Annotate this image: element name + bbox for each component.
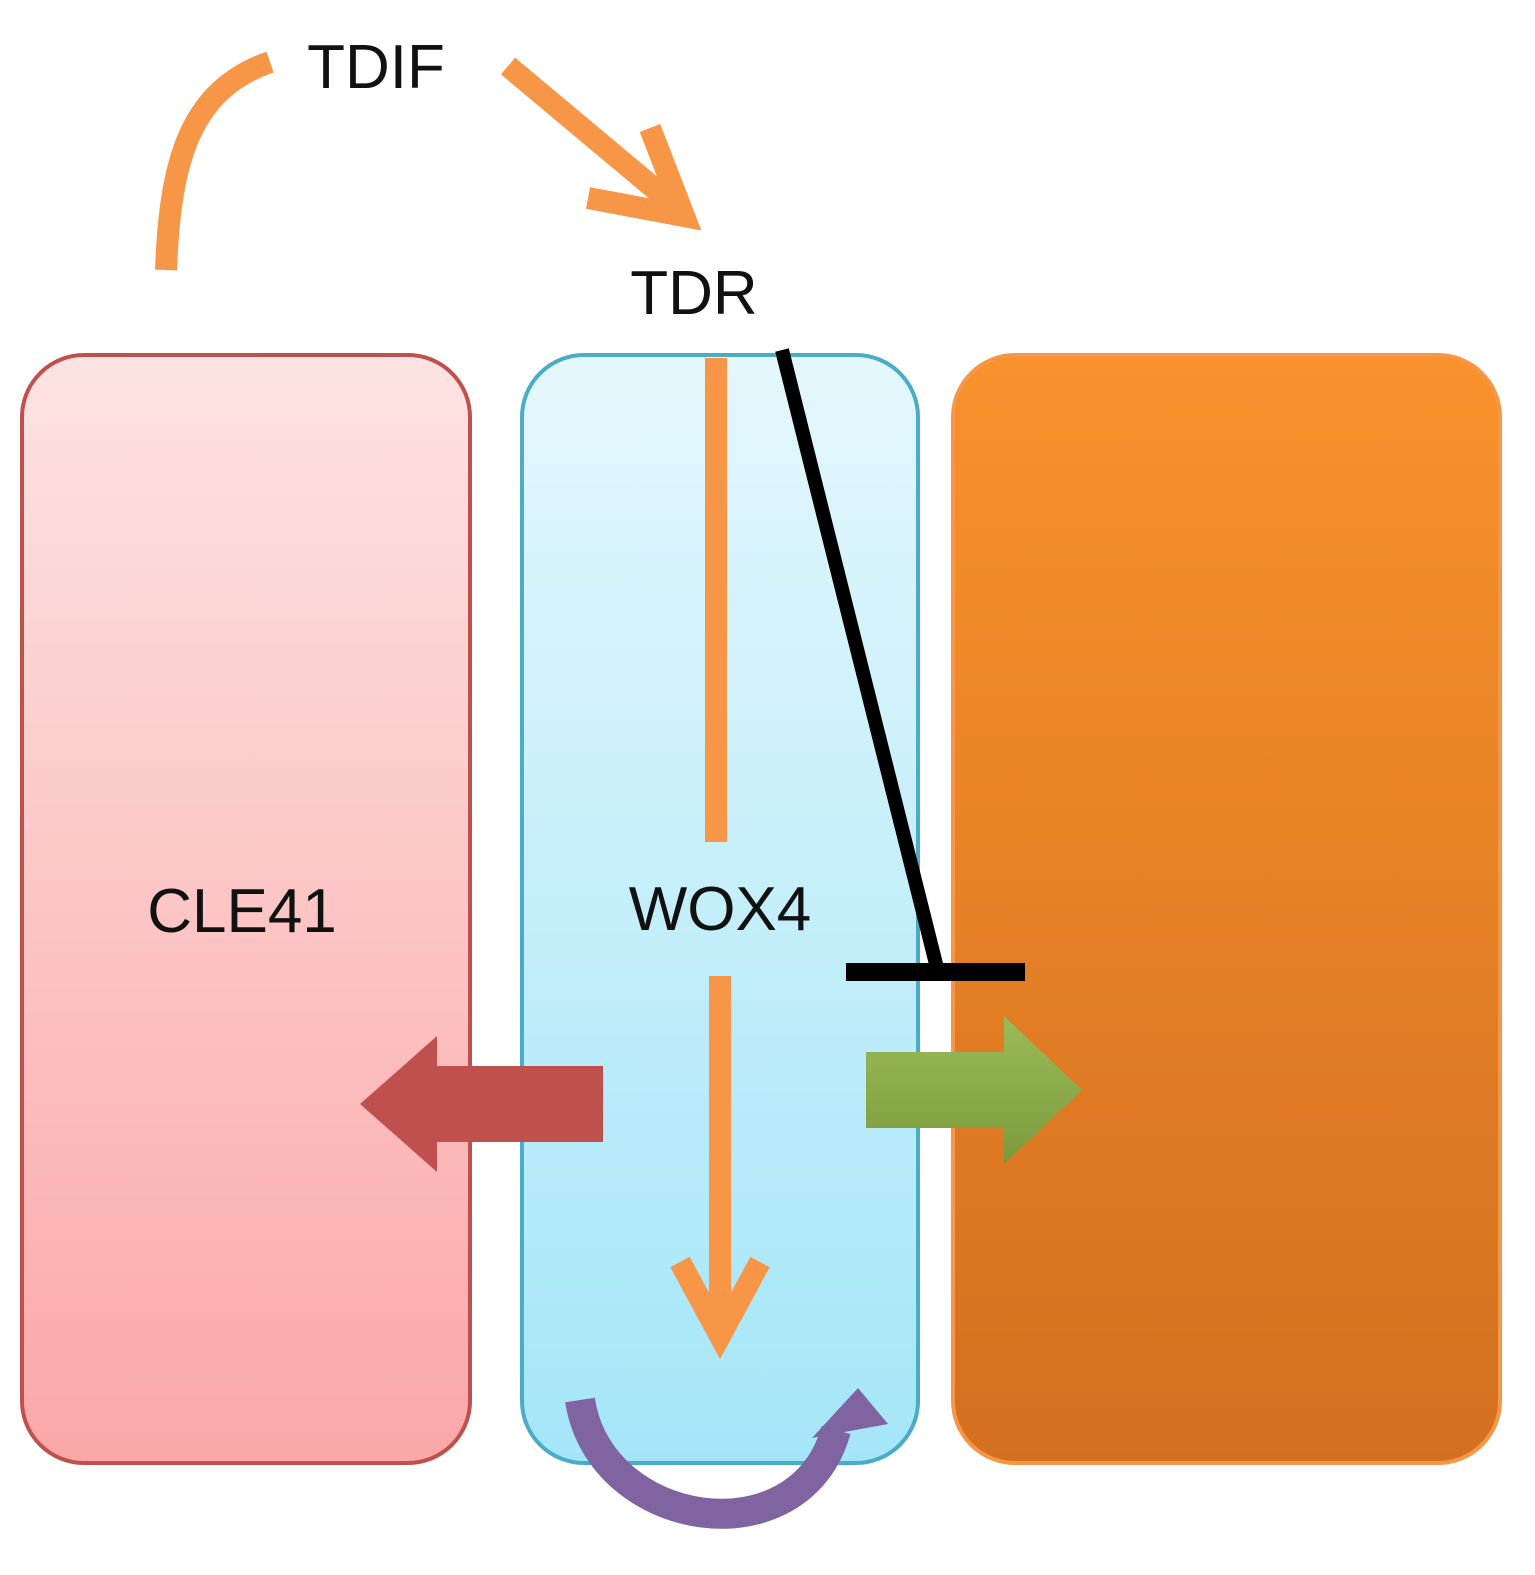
curved-orange-line-icon — [155, 51, 274, 271]
cle41-label: CLE41 — [147, 877, 337, 946]
wox4-down-arrow-icon — [670, 976, 770, 1360]
purple-curved-arrow-icon — [565, 1388, 888, 1529]
red-block-arrow-left-icon — [360, 1036, 603, 1172]
cle41-cell — [20, 353, 472, 1465]
target-cell — [951, 353, 1502, 1465]
tdif-label: TDIF — [307, 33, 445, 102]
green-block-arrow-right-icon — [866, 1016, 1082, 1164]
tdr-label: TDR — [630, 259, 758, 328]
tdr-inhibition-tbar-icon — [775, 348, 1025, 981]
wox4-label: WOX4 — [628, 875, 812, 944]
tdif-to-tdr-arrow-icon — [500, 57, 702, 231]
